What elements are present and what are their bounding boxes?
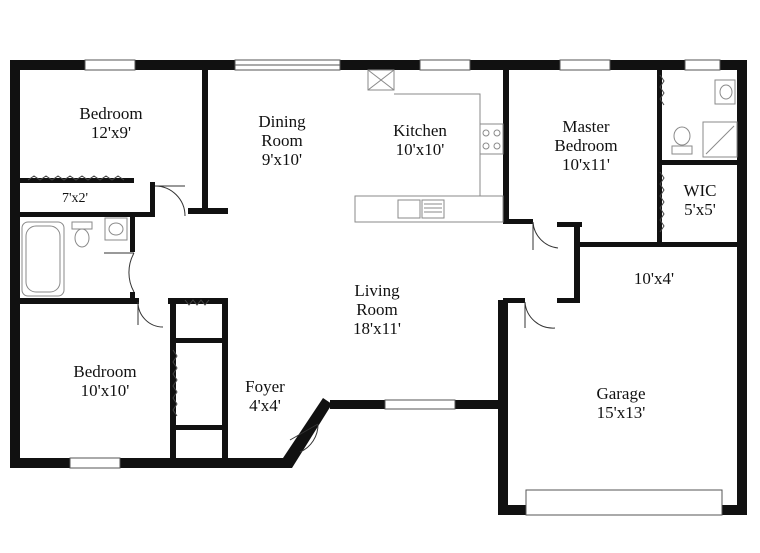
bath-east-wall-lower: [130, 292, 135, 302]
kitchen-size: 10'x10': [396, 140, 445, 159]
bedroom-nw-name: Bedroom: [79, 104, 142, 123]
closet-doors: [27, 74, 665, 417]
wic-size: 5'x5': [684, 200, 716, 219]
living-name-1: Living: [354, 281, 400, 300]
interior-walls: [14, 68, 744, 458]
hall-closet-top: [168, 298, 228, 304]
door-master: [532, 221, 559, 250]
window-kitchen: [419, 59, 471, 71]
bifold-closet-nw: [27, 175, 125, 181]
bedroom-sw-name: Bedroom: [73, 362, 136, 381]
door-bedroom-sw: [137, 301, 164, 328]
wic-name: WIC: [683, 181, 716, 200]
west-wall: [10, 60, 20, 468]
bath-east-wall-upper: [130, 212, 135, 252]
toilet-hall-bath-icon: [74, 228, 90, 248]
dining-west-wall: [202, 68, 208, 213]
garage-name: Garage: [596, 384, 645, 403]
bedroom-nw-south-wall: [14, 178, 134, 183]
door-bath: [104, 252, 135, 293]
bath-south-wall: [14, 298, 139, 304]
dining-name-2: Room: [261, 131, 303, 150]
hall-size: 10'x4': [634, 269, 674, 288]
bifold-linen: [184, 299, 210, 306]
window-living: [384, 399, 456, 410]
hall-closet-bottom: [170, 425, 226, 430]
hall-west-wall: [574, 222, 580, 302]
dining-name-1: Dining: [258, 112, 306, 131]
room-labels: Bedroom 12'x9' 7'x2' Dining Room 9'x10' …: [62, 104, 717, 422]
bifold-master-bath: [659, 74, 665, 106]
foyer-name: Foyer: [245, 377, 285, 396]
window-bedroom-sw: [69, 457, 121, 469]
window-master-bath: [684, 59, 721, 71]
bifold-wic: [659, 171, 665, 233]
toilet-master-bath-icon: [673, 126, 691, 146]
wic-north-wall: [657, 160, 740, 165]
hall-wall-stub: [557, 222, 582, 227]
bifold-closet-sw: [172, 349, 178, 417]
north-wall: [10, 60, 740, 70]
dining-size: 9'x10': [262, 150, 302, 169]
door-garage: [524, 301, 556, 329]
hall-closet-divider: [170, 338, 226, 343]
bath-wic-wall: [657, 68, 662, 244]
windows: [69, 59, 723, 516]
fixtures: [21, 69, 738, 297]
door-bedroom-nw: [154, 185, 186, 217]
bedroom-sw-size: 10'x10': [81, 381, 130, 400]
stove-icon: [479, 123, 504, 155]
living-name-2: Room: [356, 300, 398, 319]
master-wall-stub: [503, 219, 533, 224]
foyer-diagonal-wall: [283, 398, 332, 468]
master-size: 10'x11': [562, 155, 610, 174]
hall-closet-east: [222, 298, 228, 458]
kitchen-name: Kitchen: [393, 121, 447, 140]
garage-north-wall: [574, 242, 744, 247]
garage-door: [525, 489, 723, 516]
foyer-size: 4'x4': [249, 396, 281, 415]
closet-nw-size: 7'x2': [62, 191, 88, 206]
hall-closet-west: [170, 298, 176, 458]
kitchen-sink-icon: [397, 199, 421, 219]
garage-size: 15'x13': [597, 403, 646, 422]
master-name-2: Bedroom: [554, 136, 617, 155]
bedroom-nw-size: 12'x9': [91, 123, 131, 142]
master-west-wall: [503, 68, 509, 223]
door-front: [289, 423, 319, 453]
master-name-1: Master: [562, 117, 610, 136]
window-bedroom-nw: [84, 59, 136, 71]
dining-wall-stub: [188, 208, 228, 214]
south-wall-bedroom: [10, 458, 292, 468]
doors: [104, 185, 559, 453]
closet-south-wall: [14, 212, 154, 217]
garage-door-stub-right: [557, 298, 580, 303]
living-size: 18'x11': [353, 319, 401, 338]
garage-door-stub-left: [503, 298, 525, 303]
window-master: [559, 59, 611, 71]
dishwasher-icon: [421, 199, 445, 219]
east-wall: [737, 60, 747, 515]
hall-stub-nw: [150, 182, 155, 217]
